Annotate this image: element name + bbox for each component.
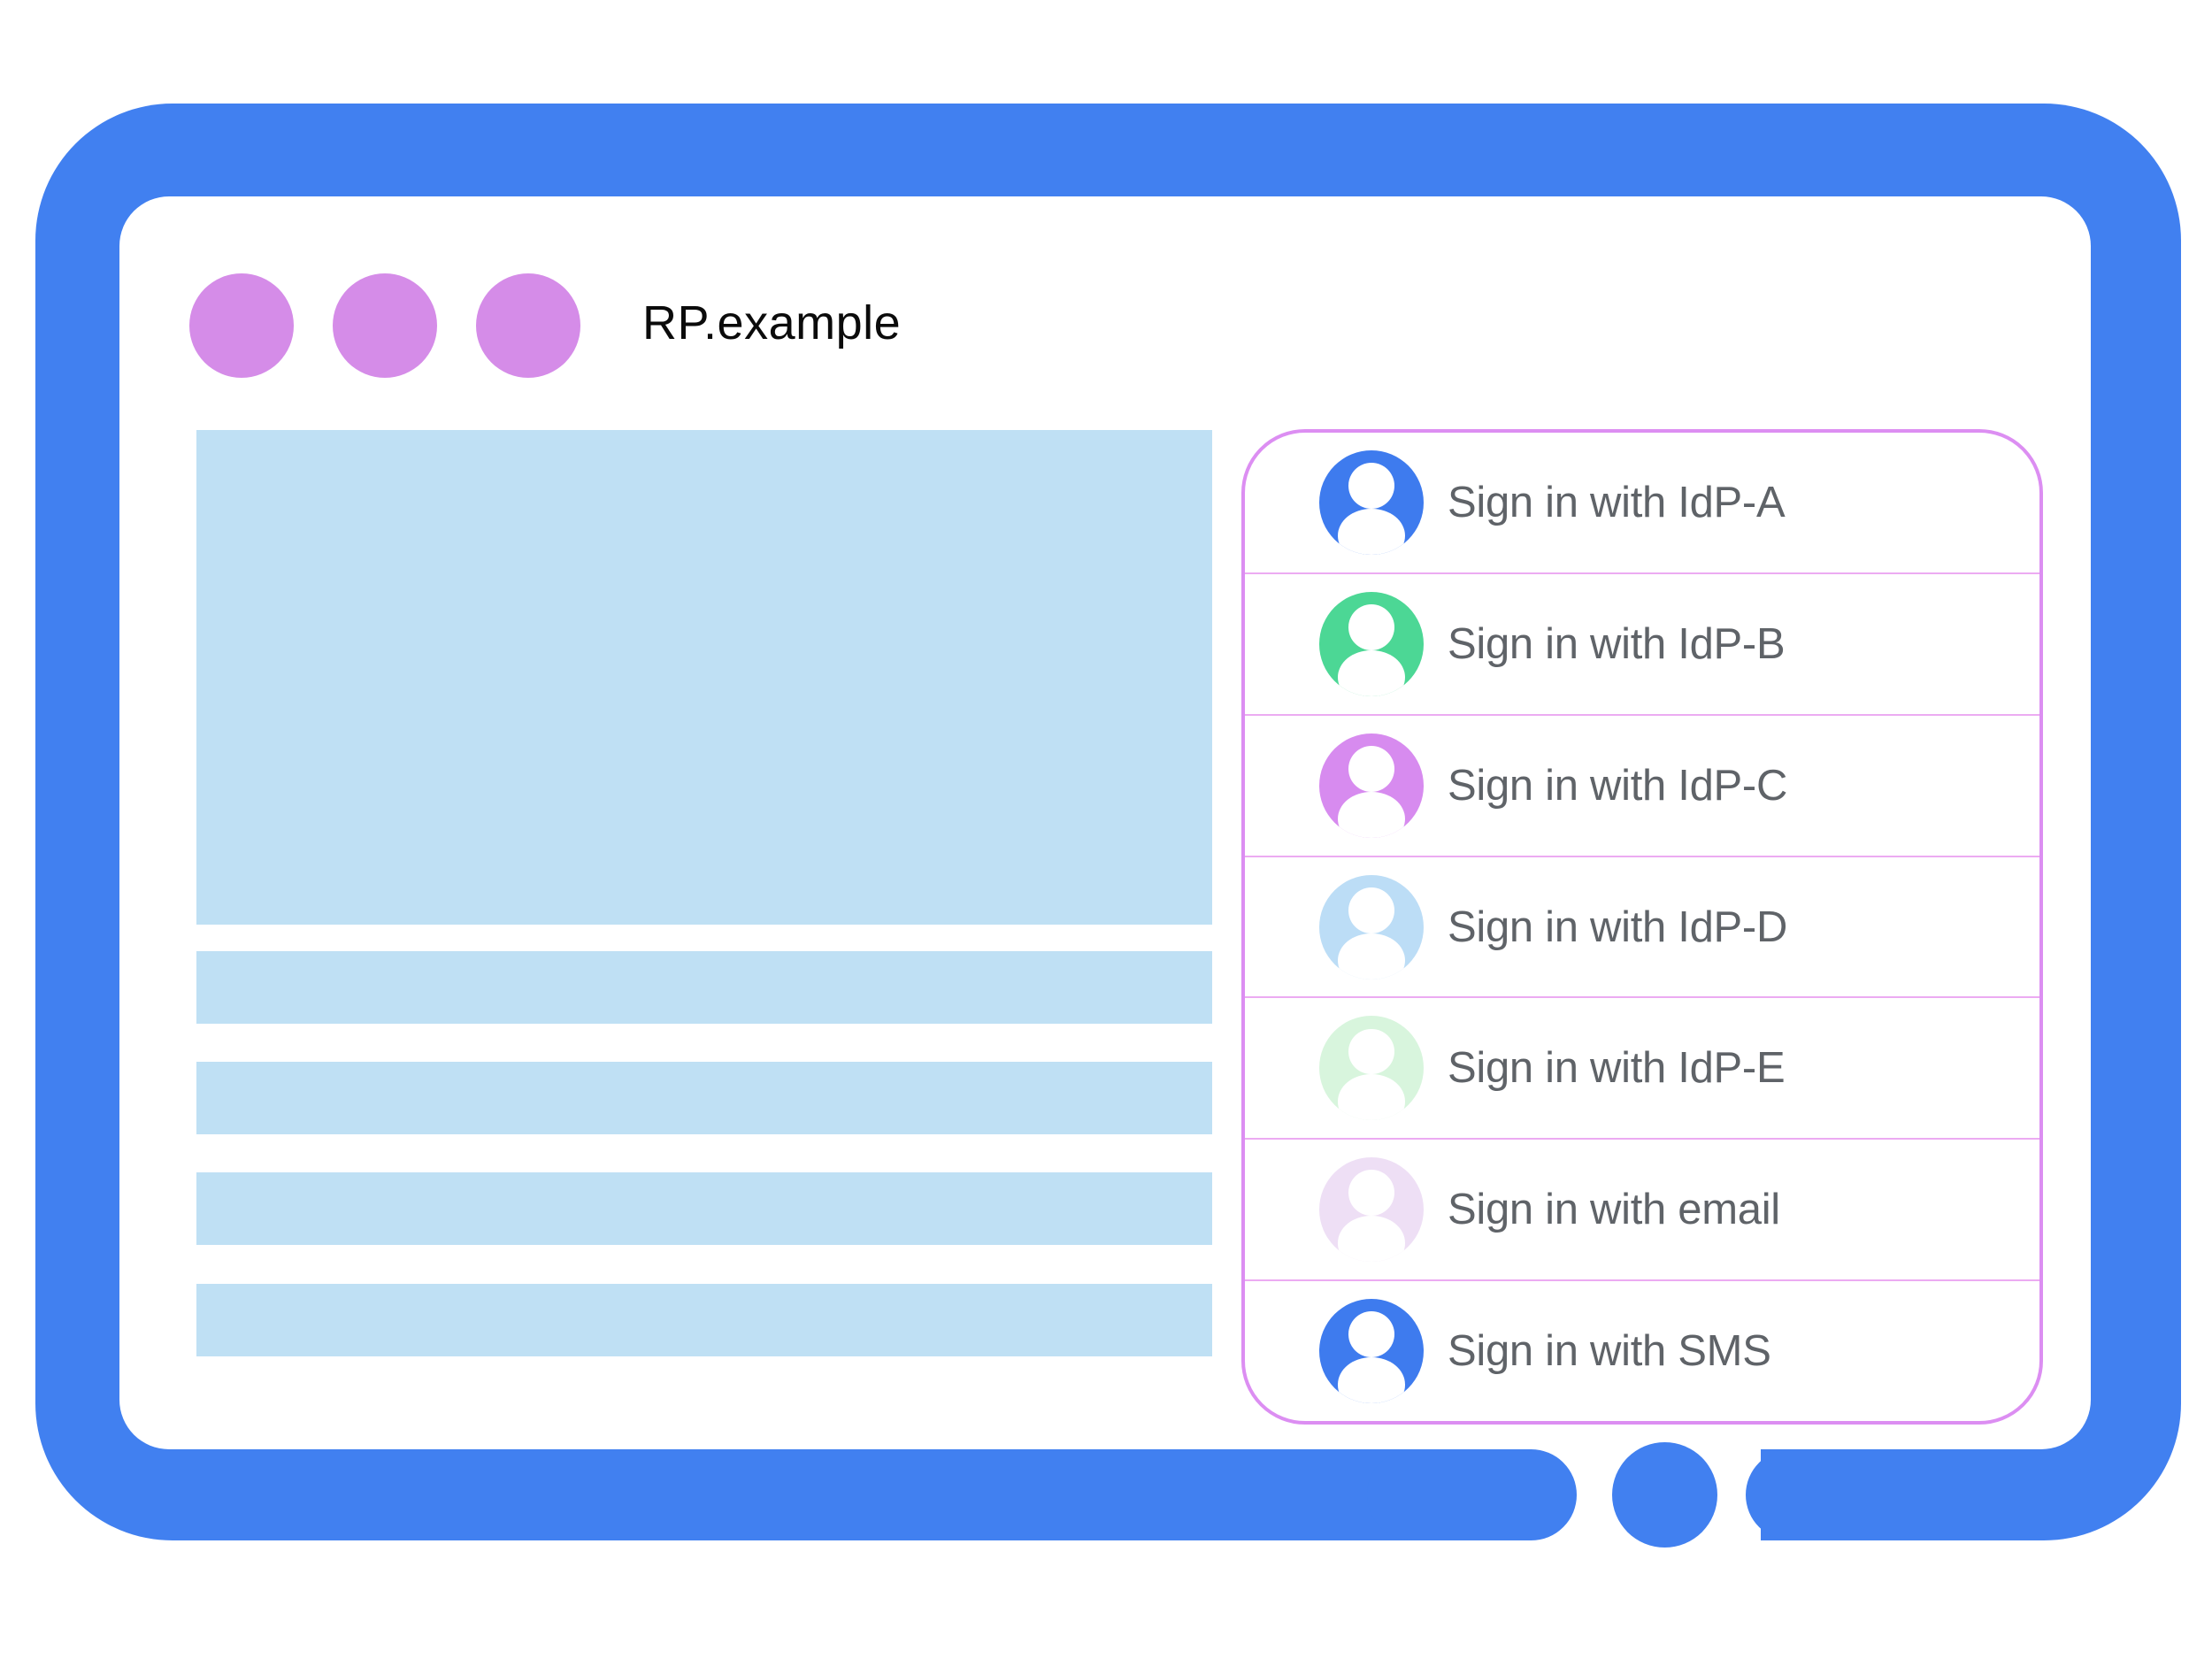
person-icon-shoulders	[1338, 933, 1405, 979]
signin-option-label: Sign in with IdP-A	[1448, 478, 1786, 526]
signin-option-label: Sign in with IdP-C	[1448, 761, 1788, 810]
signin-option-idp-c[interactable]: Sign in with IdP-C	[1245, 713, 2039, 856]
content-placeholder-hero	[196, 430, 1212, 925]
signin-option-email[interactable]: Sign in with email	[1245, 1138, 2039, 1279]
person-icon-shoulders	[1338, 1357, 1405, 1404]
window-controls	[189, 273, 580, 378]
window-dot-icon	[476, 273, 580, 378]
signin-option-label: Sign in with email	[1448, 1186, 1780, 1234]
person-avatar-icon	[1319, 733, 1424, 838]
person-icon-head	[1348, 1311, 1394, 1358]
person-icon-head	[1348, 463, 1394, 509]
signin-option-label: Sign in with IdP-D	[1448, 902, 1788, 951]
person-icon-shoulders	[1338, 509, 1405, 555]
person-icon-head	[1348, 887, 1394, 933]
person-icon-head	[1348, 1170, 1394, 1217]
person-avatar-icon	[1319, 874, 1424, 979]
signin-option-idp-b[interactable]: Sign in with IdP-B	[1245, 572, 2039, 714]
signin-option-label: Sign in with SMS	[1448, 1327, 1771, 1376]
bezel-bar-right	[1746, 1449, 1964, 1540]
content-placeholder-bar	[196, 1284, 1212, 1356]
bezel-dot	[1612, 1442, 1717, 1548]
person-icon-head	[1348, 745, 1394, 792]
person-avatar-icon	[1319, 1016, 1424, 1121]
window-dot-icon	[189, 273, 294, 378]
person-icon-shoulders	[1338, 791, 1405, 838]
signin-option-sms[interactable]: Sign in with SMS	[1245, 1279, 2039, 1421]
person-avatar-icon	[1319, 591, 1424, 696]
person-icon-head	[1348, 1028, 1394, 1075]
person-icon-shoulders	[1338, 1216, 1405, 1263]
signin-option-idp-d[interactable]: Sign in with IdP-D	[1245, 855, 2039, 997]
signin-panel: Sign in with IdP-A Sign in with IdP-B Si…	[1241, 429, 2043, 1425]
person-icon-shoulders	[1338, 1074, 1405, 1121]
signin-option-idp-a[interactable]: Sign in with IdP-A	[1245, 433, 2039, 572]
content-placeholder-bar	[196, 1062, 1212, 1134]
site-title: RP.example	[642, 296, 902, 349]
signin-option-label: Sign in with IdP-B	[1448, 619, 1786, 668]
person-icon-head	[1348, 603, 1394, 650]
content-placeholder-bar	[196, 951, 1212, 1024]
person-icon-shoulders	[1338, 649, 1405, 696]
content-placeholder-bar	[196, 1172, 1212, 1245]
window-dot-icon	[333, 273, 437, 378]
signin-option-idp-e[interactable]: Sign in with IdP-E	[1245, 996, 2039, 1138]
person-avatar-icon	[1319, 1299, 1424, 1404]
person-avatar-icon	[1319, 449, 1424, 555]
signin-option-label: Sign in with IdP-E	[1448, 1044, 1786, 1093]
bezel-bar-left	[1367, 1449, 1577, 1540]
person-avatar-icon	[1319, 1157, 1424, 1263]
